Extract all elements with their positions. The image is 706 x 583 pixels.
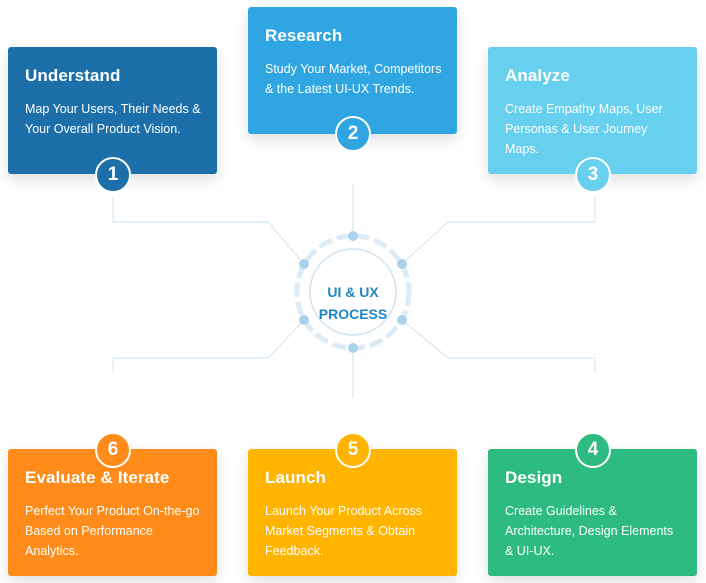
step-title: Evaluate & Iterate: [25, 468, 170, 487]
connector-3: [401, 197, 596, 265]
connector-4: [401, 319, 596, 372]
connector-1: [112, 198, 305, 265]
step-card-analyze: Analyze Create Empathy Maps, User Person…: [488, 47, 697, 174]
step-number-badge: 4: [575, 432, 611, 468]
hub-label: UI & UX PROCESS: [312, 262, 394, 344]
step-description: Map Your Users, Their Needs & Your Overa…: [25, 102, 201, 136]
hub-inner-ring: [309, 248, 397, 336]
hub-node-4: [397, 315, 407, 325]
step-number-badge: 3: [575, 157, 611, 193]
hub-node-6: [299, 315, 309, 325]
step-title: Research: [265, 26, 343, 45]
step-number-badge: 6: [95, 432, 131, 468]
step-description: Perfect Your Product On-the-go Based on …: [25, 504, 200, 558]
hub-label-line1: UI & UX: [327, 284, 379, 300]
hub-node-3: [397, 259, 407, 269]
hub-node-1: [299, 259, 309, 269]
step-card-evaluate-iterate: Evaluate & Iterate Perfect Your Product …: [8, 449, 217, 576]
step-description: Launch Your Product Across Market Segmen…: [265, 504, 423, 558]
step-title: Understand: [25, 66, 121, 85]
step-title: Launch: [265, 468, 327, 487]
connector-6: [112, 319, 305, 372]
step-title: Analyze: [505, 66, 570, 85]
step-description: Create Empathy Maps, User Personas & Use…: [505, 102, 663, 156]
hub-label-line2: PROCESS: [318, 306, 388, 322]
step-description: Create Guidelines & Architecture, Design…: [505, 504, 674, 558]
step-card-design: Design Create Guidelines & Architecture,…: [488, 449, 697, 576]
step-card-understand: Understand Map Your Users, Their Needs &…: [8, 47, 217, 174]
hub-node-5: [348, 343, 358, 353]
step-card-launch: Launch Launch Your Product Across Market…: [248, 449, 457, 576]
step-card-research: Research Study Your Market, Competitors …: [248, 7, 457, 134]
step-number-badge: 2: [335, 116, 371, 152]
hub-node-2: [348, 231, 358, 241]
step-number-badge: 5: [335, 432, 371, 468]
step-description: Study Your Market, Competitors & the Lat…: [265, 62, 442, 96]
step-title: Design: [505, 468, 563, 487]
step-number-badge: 1: [95, 157, 131, 193]
